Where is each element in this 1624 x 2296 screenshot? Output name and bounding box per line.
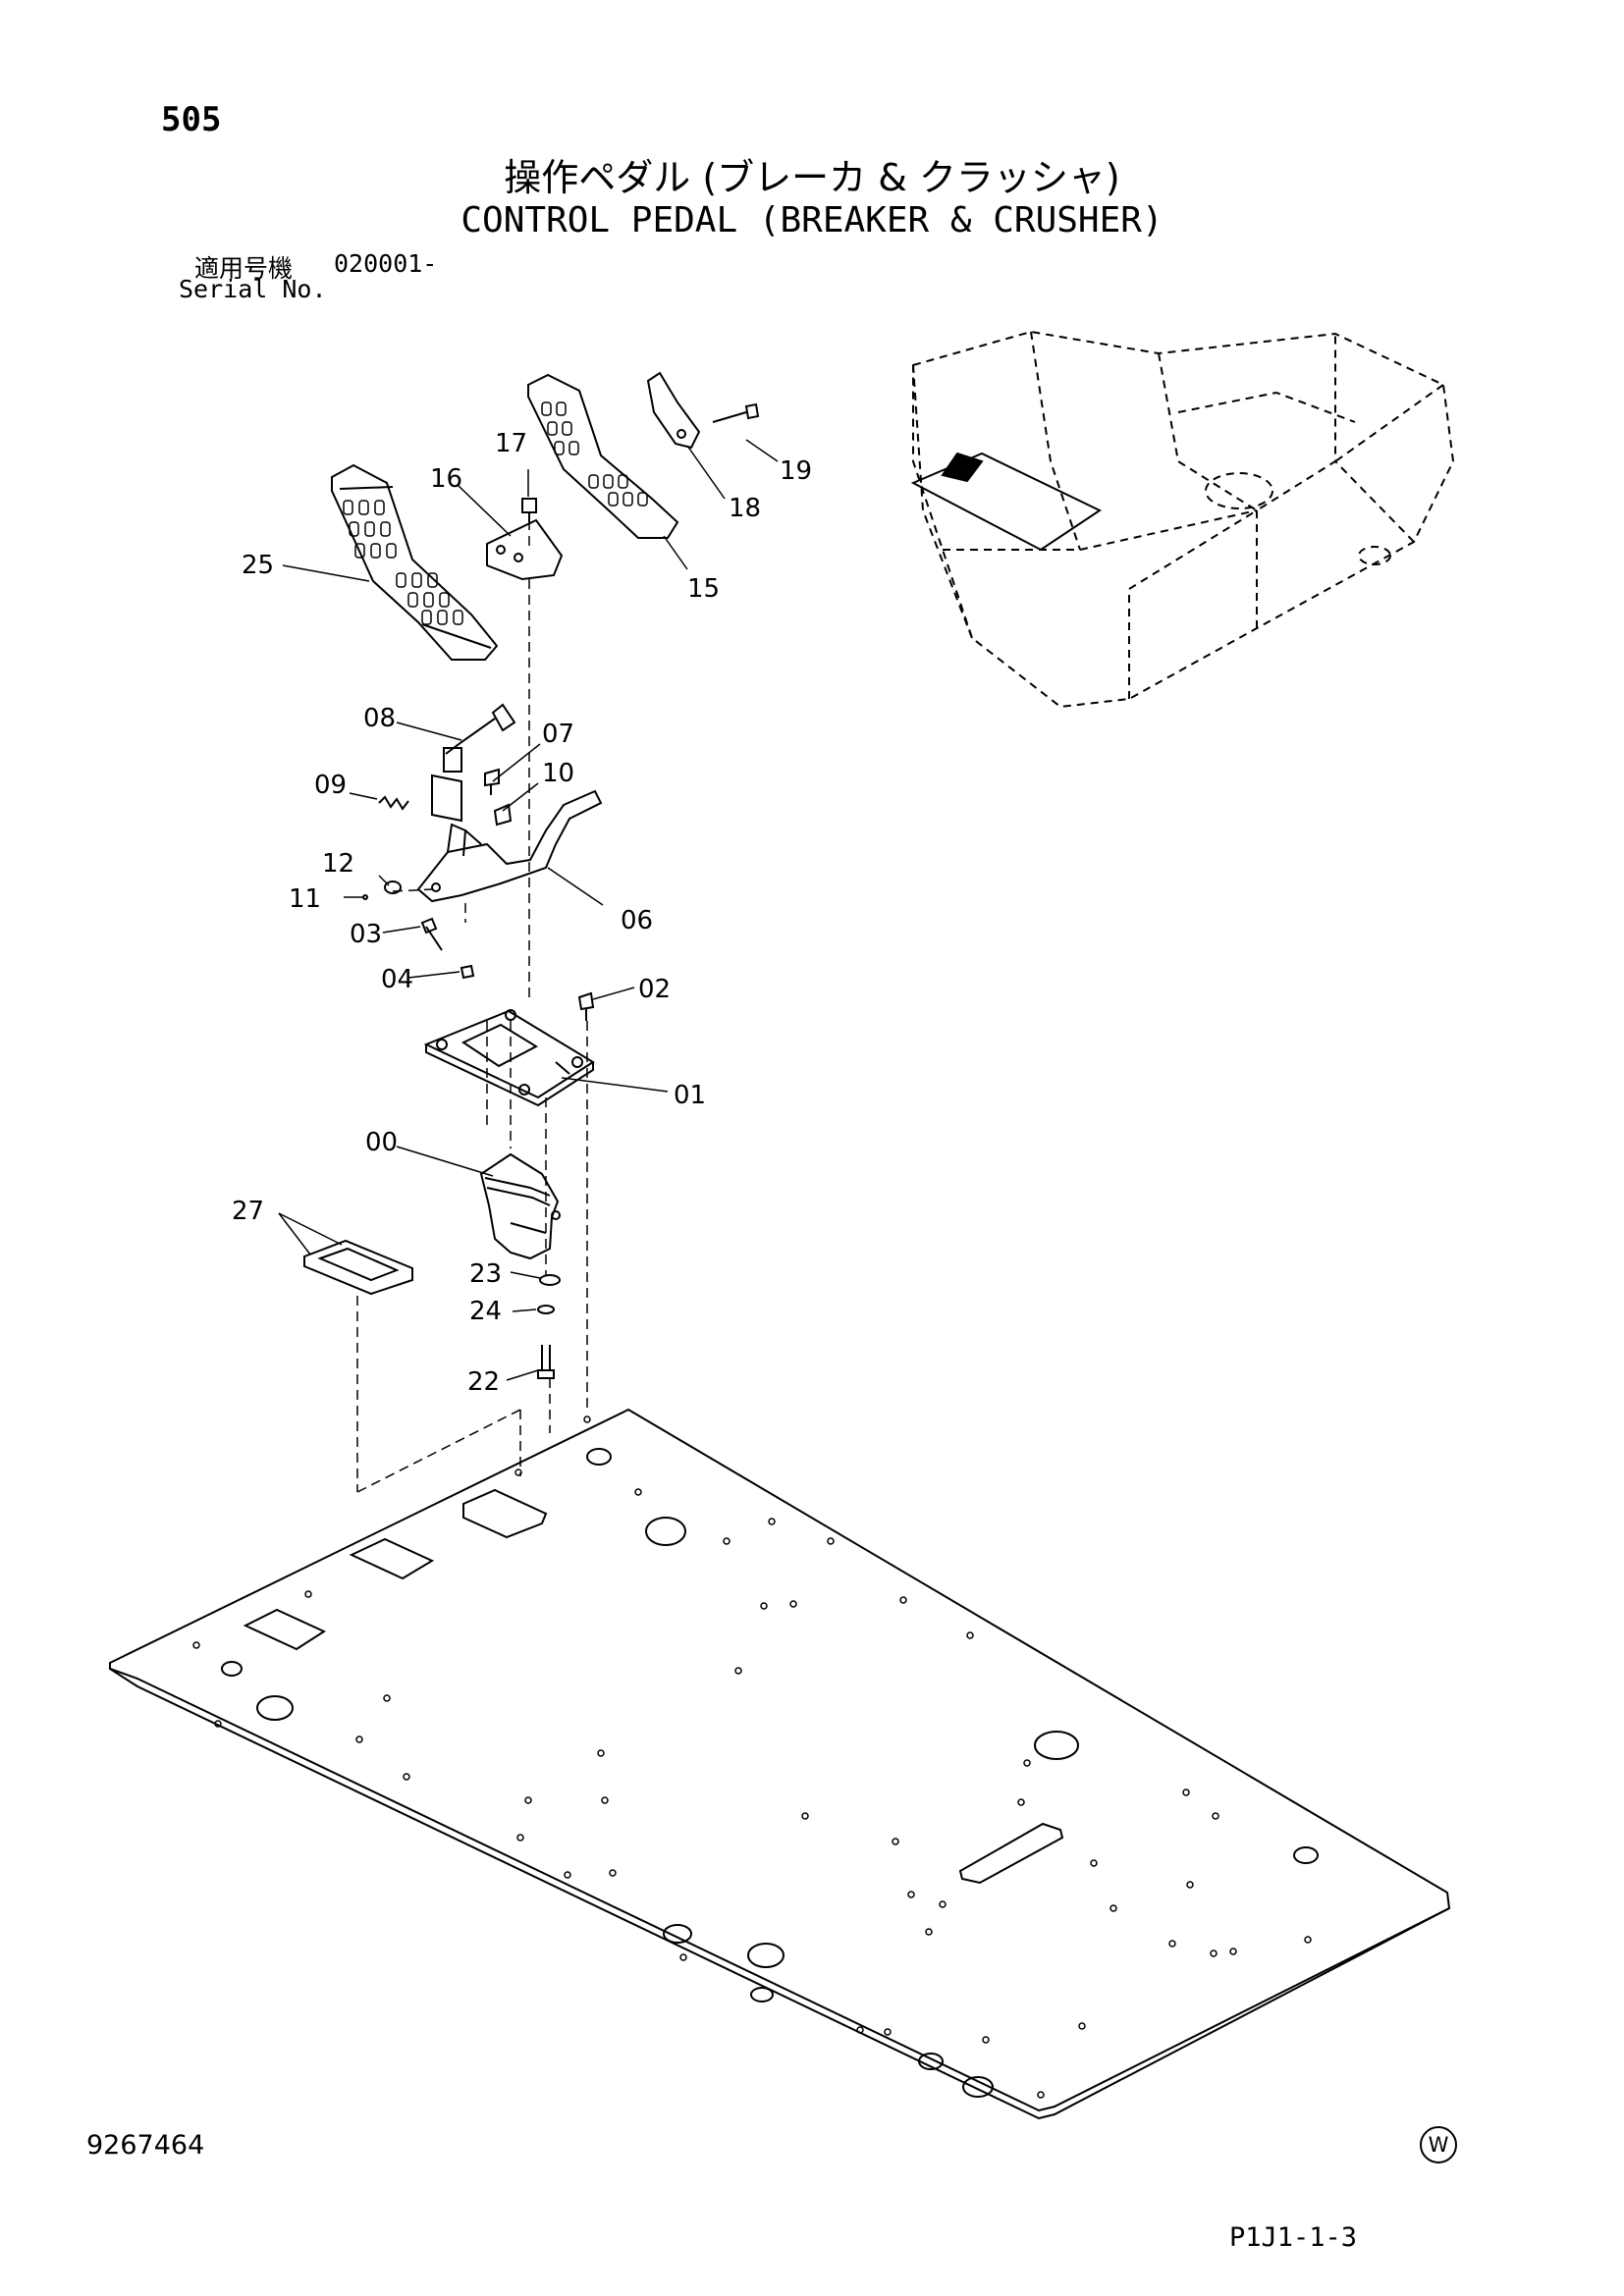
- bracket-16-illustration: [486, 518, 564, 581]
- callout-00: 00: [365, 1128, 398, 1157]
- callout-labels: 17 16 25 19 18 15 08 07 09 10 12 11 06 0…: [232, 429, 812, 1397]
- callout-19: 19: [780, 456, 812, 486]
- assembly-center-lines: [356, 520, 588, 1493]
- plate-01-illustration: [423, 1009, 595, 1107]
- bracket-18-illustration: [646, 371, 701, 450]
- bolt-07-illustration: [484, 768, 500, 795]
- bolt-02-illustration: [577, 991, 595, 1021]
- page-number: 505: [161, 100, 222, 139]
- page-title-japanese: 操作ペダル (ブレーカ & クラッシャ): [504, 156, 1120, 199]
- callout-01: 01: [674, 1081, 706, 1110]
- callout-18: 18: [729, 494, 761, 523]
- callout-04: 04: [381, 965, 413, 994]
- pin-11-illustration: [362, 894, 368, 900]
- floor-plate-holes: [192, 1415, 1312, 2099]
- pedal-valve-00-illustration: [479, 1152, 561, 1260]
- callout-12: 12: [322, 849, 354, 879]
- callout-06: 06: [621, 906, 653, 935]
- callout-leader-lines: [278, 439, 779, 1381]
- callout-27: 27: [232, 1197, 264, 1226]
- callout-07: 07: [542, 720, 574, 749]
- callout-08: 08: [363, 704, 396, 733]
- callout-25: 25: [242, 551, 274, 580]
- nut-04-illustration: [460, 964, 475, 980]
- bolt-03-illustration: [420, 917, 443, 951]
- callout-02: 02: [638, 975, 671, 1004]
- callout-03: 03: [350, 920, 382, 949]
- callout-24: 24: [469, 1297, 502, 1326]
- serial-range: 020001-: [334, 249, 438, 278]
- w-circle-mark: W: [1420, 2126, 1457, 2163]
- pedal-15-illustration: [527, 373, 679, 539]
- pin-10-illustration: [493, 803, 513, 827]
- serial-label-english: Serial No.: [179, 275, 327, 303]
- callout-15: 15: [687, 574, 720, 604]
- cab-floor-highlight: [910, 452, 1103, 552]
- floor-plate-illustration: [109, 1408, 1451, 2120]
- callout-11: 11: [289, 884, 321, 914]
- washer-23-illustration: [539, 1274, 561, 1286]
- washer-12-illustration: [384, 881, 402, 894]
- callout-10: 10: [542, 759, 574, 788]
- callout-17: 17: [495, 429, 527, 458]
- machine-overview-illustration: [912, 330, 1455, 709]
- callout-23: 23: [469, 1259, 502, 1289]
- document-number: 9267464: [86, 2130, 205, 2161]
- bracket-06-illustration: [416, 789, 603, 903]
- serial-label-japanese: 適用号機: [194, 254, 294, 283]
- page-code: P1J1-1-3: [1229, 2222, 1358, 2253]
- page-title-english: CONTROL PEDAL (BREAKER & CRUSHER): [460, 200, 1164, 240]
- callout-22: 22: [467, 1367, 500, 1397]
- spring-09-illustration: [378, 795, 409, 811]
- seal-27-illustration: [303, 1239, 413, 1296]
- bolt-17-illustration: [521, 498, 537, 522]
- callout-09: 09: [314, 771, 347, 800]
- pedal-25-illustration: [331, 463, 499, 661]
- washer-24-illustration: [537, 1305, 555, 1314]
- link-08-illustration: [431, 703, 516, 823]
- callout-16: 16: [430, 464, 462, 494]
- bolt-22-illustration: [537, 1345, 555, 1379]
- bolt-19-illustration: [712, 402, 760, 423]
